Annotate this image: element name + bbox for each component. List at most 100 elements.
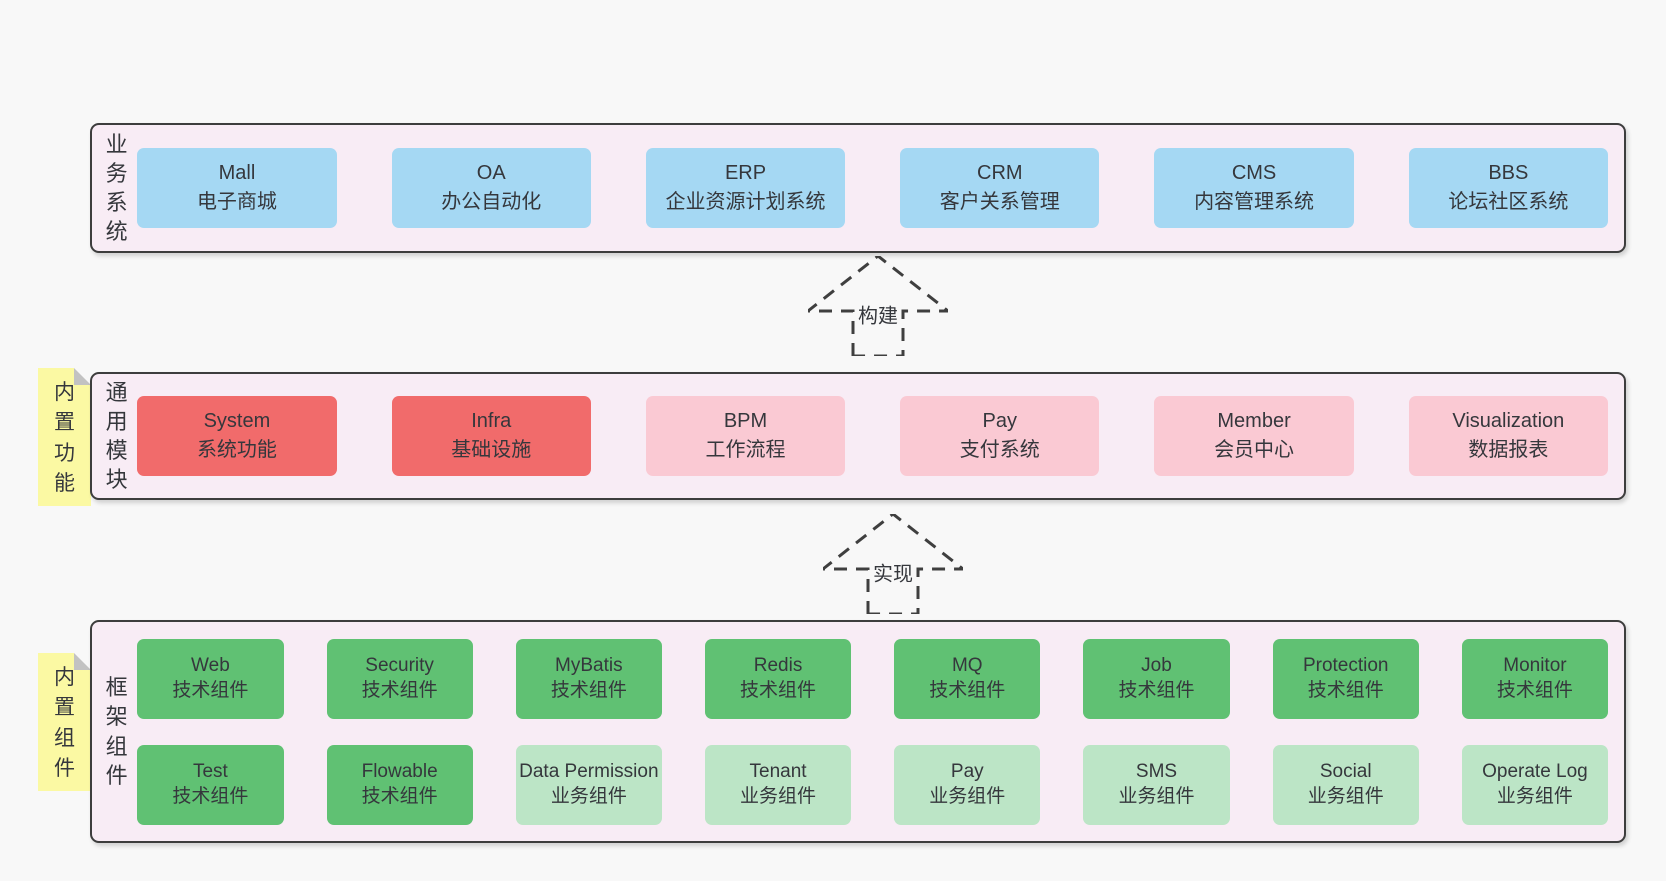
module-name: BBS (1488, 162, 1529, 184)
module-box-cms: CMS 内容管理系统 (1154, 148, 1354, 228)
component-box-mq: MQ 技术组件 (894, 638, 1041, 719)
sticky-note-builtin-components: 内置组件 (38, 653, 91, 791)
module-name: Social (1319, 761, 1372, 783)
module-desc: 企业资源计划系统 (665, 191, 826, 213)
module-name: CRM (977, 162, 1023, 184)
implement-arrow-label: 实现 (870, 556, 916, 588)
module-desc: 技术组件 (172, 785, 249, 807)
module-desc: 业务组件 (1307, 785, 1384, 807)
module-name: Web (191, 655, 230, 677)
band-common-modules: 通用模块 System 系统功能 Infra 基础设施 BPM 工作流程 Pay… (90, 372, 1626, 500)
component-row-2: Test 技术组件 Flowable 技术组件 Data Permission … (137, 744, 1609, 825)
module-box-infra: Infra 基础设施 (391, 396, 591, 476)
component-box-monitor: Monitor 技术组件 (1461, 638, 1609, 719)
module-name: Test (192, 761, 228, 783)
sticky-note-label: 内置功能 (53, 381, 75, 496)
component-box-job: Job 技术组件 (1083, 638, 1230, 719)
component-box-data-permission: Data Permission 业务组件 (515, 744, 662, 825)
module-name: Infra (471, 410, 512, 432)
module-desc: 办公自动化 (441, 191, 542, 213)
module-box-pay: Pay 支付系统 (900, 396, 1100, 476)
component-box-web: Web 技术组件 (137, 638, 284, 719)
module-desc: 技术组件 (172, 679, 249, 701)
folded-corner-icon (74, 368, 91, 385)
module-desc: 支付系统 (959, 439, 1040, 461)
band-business-systems: 业务系统 Mall 电子商城 OA 办公自动化 ERP 企业资源计划系统 CRM… (90, 123, 1626, 253)
module-box-bbs: BBS 论坛社区系统 (1408, 148, 1608, 228)
module-box-member: Member 会员中心 (1154, 396, 1354, 476)
module-desc: 技术组件 (361, 679, 438, 701)
module-name: Member (1217, 410, 1291, 432)
band-boxes: Web 技术组件 Security 技术组件 MyBatis 技术组件 Redi… (137, 638, 1609, 825)
component-row-1: Web 技术组件 Security 技术组件 MyBatis 技术组件 Redi… (137, 638, 1609, 719)
module-name: Security (365, 655, 434, 677)
module-box-bpm: BPM 工作流程 (645, 396, 846, 476)
component-box-security: Security 技术组件 (326, 638, 473, 719)
module-name: BPM (723, 410, 768, 432)
module-box-system: System 系统功能 (137, 396, 337, 476)
module-box-visualization: Visualization 数据报表 (1408, 396, 1608, 476)
module-box-oa: OA 办公自动化 (391, 148, 591, 228)
module-desc: 业务组件 (929, 785, 1006, 807)
module-name: ERP (724, 162, 767, 184)
folded-corner-icon (74, 653, 91, 670)
module-desc: 业务组件 (1118, 785, 1195, 807)
component-box-protection: Protection 技术组件 (1272, 638, 1419, 719)
module-box-crm: CRM 客户关系管理 (900, 148, 1100, 228)
sticky-note-builtin-features: 内置功能 (38, 368, 91, 506)
band-label: 业务系统 (105, 131, 128, 245)
module-desc: 内容管理系统 (1194, 191, 1315, 213)
sticky-note-label: 内置组件 (53, 666, 75, 781)
module-desc: 业务组件 (740, 785, 817, 807)
module-desc: 论坛社区系统 (1448, 191, 1569, 213)
module-name: Monitor (1503, 655, 1567, 677)
module-desc: 基础设施 (451, 439, 532, 461)
component-box-operate-log: Operate Log 业务组件 (1461, 744, 1609, 825)
component-box-tenant: Tenant 业务组件 (704, 744, 852, 825)
module-desc: 会员中心 (1214, 439, 1295, 461)
module-desc: 系统功能 (196, 439, 277, 461)
module-name: MyBatis (555, 655, 623, 677)
band-boxes: System 系统功能 Infra 基础设施 BPM 工作流程 Pay 支付系统… (137, 396, 1608, 476)
module-desc: 电子商城 (196, 191, 277, 213)
module-name: Data Permission (519, 761, 659, 783)
band-framework-components: 框架组件 Web 技术组件 Security 技术组件 MyBatis 技术组件… (90, 620, 1626, 843)
module-name: System (203, 410, 271, 432)
module-name: Operate Log (1482, 761, 1588, 783)
module-desc: 业务组件 (550, 785, 627, 807)
band-boxes: Mall 电子商城 OA 办公自动化 ERP 企业资源计划系统 CRM 客户关系… (137, 148, 1608, 228)
build-arrow-icon: 构建 (808, 256, 948, 356)
component-box-sms: SMS 业务组件 (1083, 744, 1230, 825)
module-desc: 技术组件 (1118, 679, 1195, 701)
module-name: Job (1141, 655, 1172, 677)
module-box-mall: Mall 电子商城 (137, 148, 337, 228)
module-desc: 数据报表 (1468, 439, 1549, 461)
module-desc: 工作流程 (705, 439, 786, 461)
component-box-social: Social 业务组件 (1272, 744, 1419, 825)
module-desc: 技术组件 (1307, 679, 1384, 701)
module-name: Pay (982, 410, 1018, 432)
component-box-test: Test 技术组件 (137, 744, 284, 825)
module-desc: 业务组件 (1496, 785, 1573, 807)
module-desc: 技术组件 (740, 679, 817, 701)
module-name: CMS (1231, 162, 1277, 184)
component-box-redis: Redis 技术组件 (704, 638, 852, 719)
module-name: Redis (753, 655, 803, 677)
module-name: Pay (950, 761, 984, 783)
module-name: Visualization (1452, 410, 1565, 432)
module-name: OA (476, 162, 506, 184)
module-name: Mall (218, 162, 256, 184)
implement-arrow-icon: 实现 (823, 514, 963, 614)
module-name: Flowable (361, 761, 438, 783)
band-label: 通用模块 (105, 379, 128, 493)
module-desc: 技术组件 (1496, 679, 1573, 701)
band-label: 框架组件 (105, 675, 128, 788)
component-box-mybatis: MyBatis 技术组件 (515, 638, 662, 719)
module-name: Protection (1302, 655, 1389, 677)
module-name: SMS (1135, 761, 1178, 783)
module-desc: 技术组件 (361, 785, 438, 807)
module-desc: 技术组件 (929, 679, 1006, 701)
component-box-flowable: Flowable 技术组件 (326, 744, 473, 825)
module-name: MQ (951, 655, 983, 677)
